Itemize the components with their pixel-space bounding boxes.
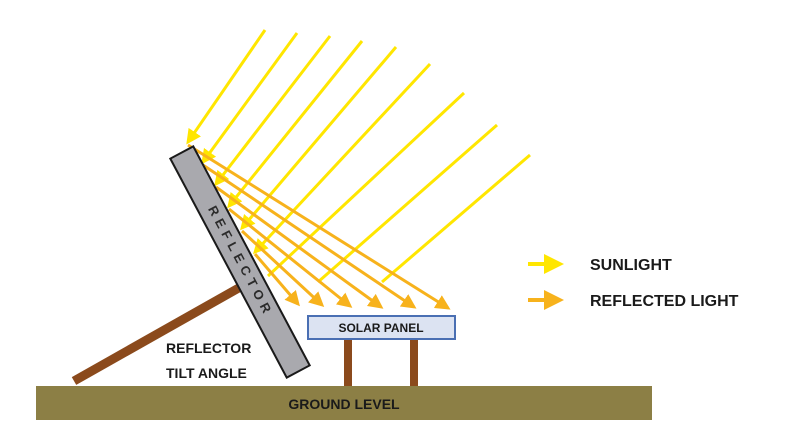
reflected-ray	[202, 163, 417, 309]
sunlight-ray	[227, 40, 364, 209]
reflected-ray	[253, 253, 300, 307]
reflected-ray	[240, 229, 325, 308]
panel-leg-left	[344, 338, 352, 386]
legend: SUNLIGHT REFLECTED LIGHT	[528, 254, 739, 310]
sunlight-ray	[266, 91, 466, 278]
ground-bar	[36, 386, 652, 420]
ground-label: GROUND LEVEL	[288, 396, 400, 412]
tilt-label-line2: TILT ANGLE	[166, 365, 247, 381]
reflected-ray	[228, 207, 353, 308]
sunlight-ray	[381, 153, 531, 284]
solar-panel-body	[307, 315, 456, 340]
legend-reflected-label: REFLECTED LIGHT	[590, 293, 739, 310]
sunlight-ray	[317, 123, 498, 284]
sunlight-ray	[214, 35, 332, 187]
reflector-body	[168, 145, 312, 379]
tilt-label-line1: REFLECTOR	[166, 340, 251, 356]
solar-panel-label: SOLAR PANEL	[338, 321, 423, 335]
legend-sunlight-label: SUNLIGHT	[590, 257, 672, 274]
panel-leg-right	[410, 338, 418, 386]
reflected-ray	[215, 185, 384, 309]
reflector-support-strut	[71, 281, 247, 385]
sunlight-rays	[186, 29, 531, 284]
sunlight-ray	[186, 29, 267, 145]
solar-panel: SOLAR PANEL	[307, 315, 456, 340]
sunlight-ray	[240, 46, 398, 231]
reflected-ray	[187, 143, 451, 310]
sunlight-ray	[201, 32, 299, 165]
sunlight-ray	[252, 62, 432, 255]
reflected-rays	[187, 143, 451, 310]
